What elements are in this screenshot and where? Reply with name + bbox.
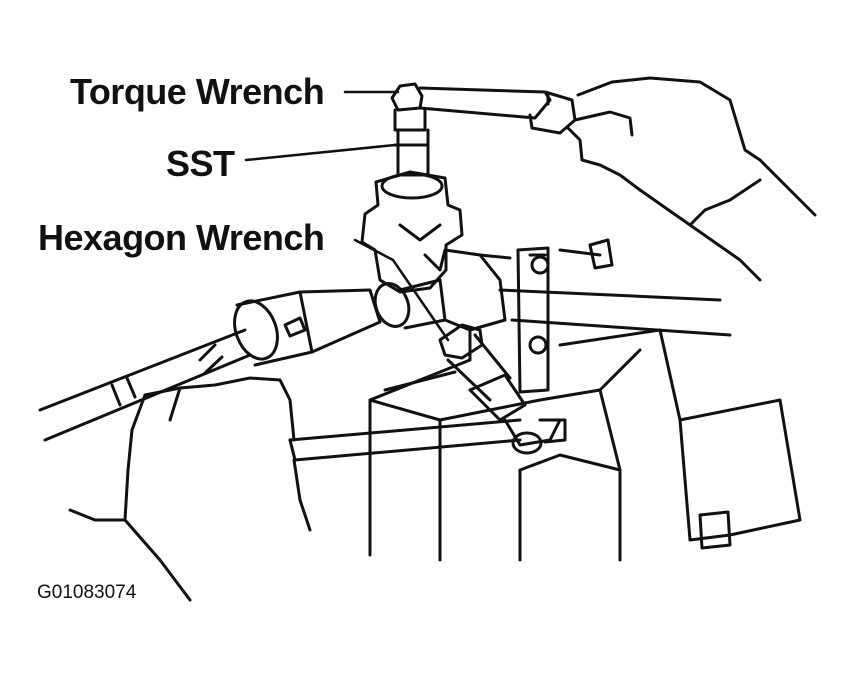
leader-sst	[244, 143, 397, 162]
gear-housing	[360, 170, 614, 332]
bracket	[516, 246, 550, 394]
callout-hexagon-wrench: Hexagon Wrench	[38, 217, 325, 258]
figure-id: G01083074	[37, 582, 137, 603]
callout-sst: SST	[166, 143, 235, 184]
steering-rack	[38, 278, 732, 442]
lower-left-hand	[68, 376, 312, 602]
bench-vise	[368, 328, 802, 562]
torque-wrench-assembly	[390, 82, 577, 177]
callout-torque-wrench: Torque Wrench	[70, 71, 325, 112]
upper-right-hand	[566, 76, 817, 282]
hexagon-wrench-assembly	[288, 323, 567, 462]
